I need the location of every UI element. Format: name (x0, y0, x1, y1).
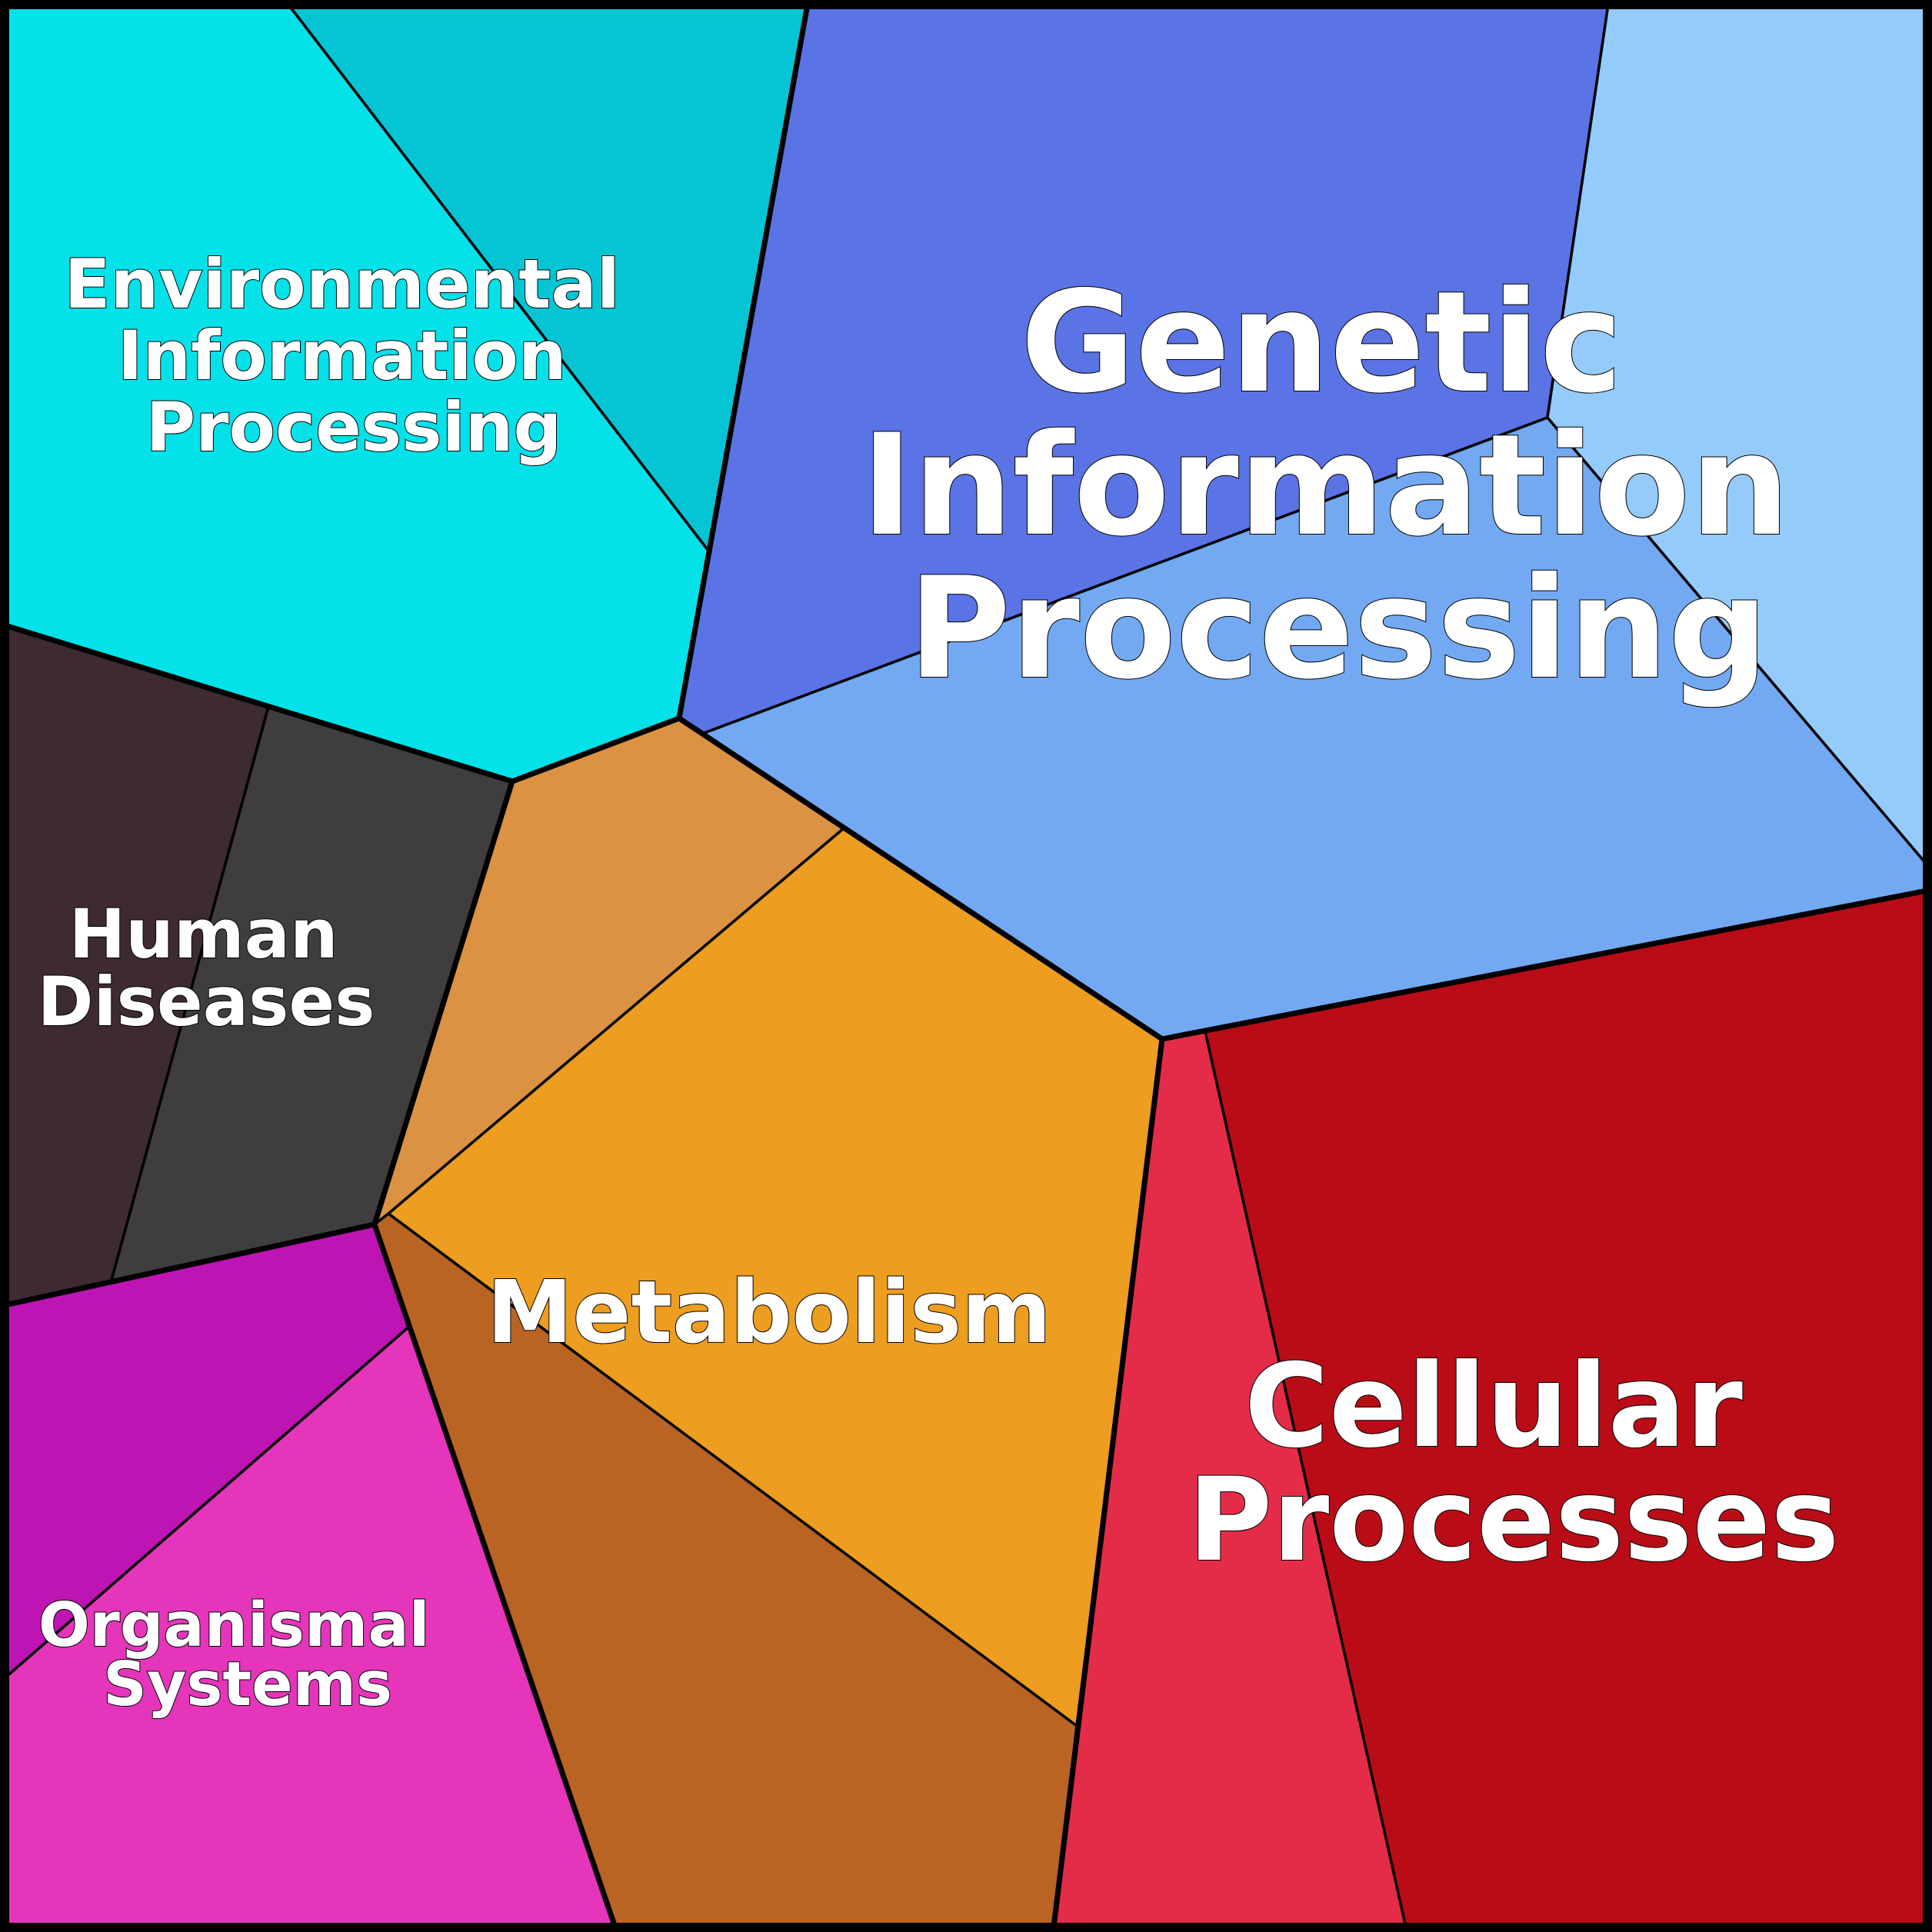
label-environmental-information-processing: Environmental Information Processing (64, 245, 643, 467)
label-line: Information (118, 316, 567, 395)
label-organismal-systems: Organismal Systems (38, 1590, 451, 1720)
label-human-diseases: Human Diseases (37, 894, 375, 1041)
label-line: Human (69, 894, 338, 974)
label-line: Cellular (1244, 1340, 1743, 1474)
label-genetic-information-processing: Genetic Information Processing (861, 261, 1838, 710)
region-genetic-information-processing (676, 2, 1930, 1042)
label-line: Environmental (64, 245, 619, 324)
label-line: Processing (908, 547, 1768, 710)
label-line: Processing (146, 388, 562, 467)
label-line: Organismal (38, 1590, 430, 1661)
label-line: Information (861, 404, 1790, 567)
label-line: Metabolism (487, 1263, 1051, 1363)
label-line: Diseases (37, 962, 375, 1041)
label-line: Genetic (1021, 261, 1623, 424)
label-line: Processes (1188, 1454, 1839, 1587)
region-cellular-processes (1051, 887, 1930, 1930)
label-metabolism: Metabolism (487, 1263, 1051, 1363)
label-line: Systems (103, 1649, 392, 1720)
region-metabolism (371, 715, 1165, 1930)
label-cellular-processes: Cellular Processes (1188, 1340, 1839, 1587)
